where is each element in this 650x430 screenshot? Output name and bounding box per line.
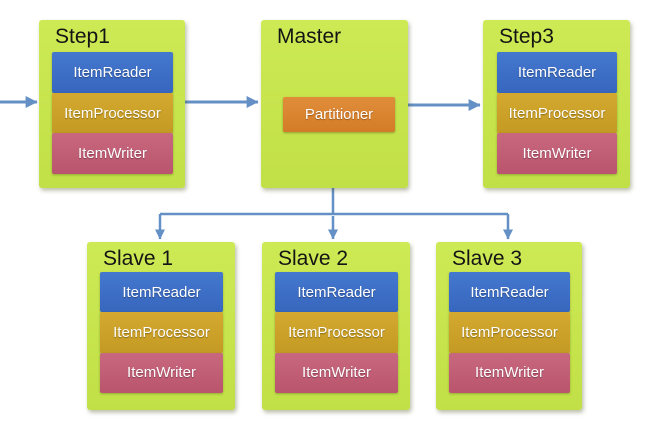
node-slave3-title: Slave 3 [452,247,523,270]
itemreader-bar: ItemReader [497,52,617,93]
node-step1-stack: ItemReader ItemProcessor ItemWriter [52,52,173,175]
itemprocessor-bar: ItemProcessor [497,92,617,134]
itemwriter-bar: ItemWriter [497,133,617,175]
node-slave1-stack: ItemReader ItemProcessor ItemWriter [100,272,223,393]
node-master: Master Partitioner [261,20,408,188]
itemwriter-bar: ItemWriter [275,352,398,393]
itemprocessor-bar: ItemProcessor [100,312,223,353]
itemwriter-bar: ItemWriter [52,133,173,175]
partitioner-bar: Partitioner [283,97,395,132]
node-step1: Step1 ItemReader ItemProcessor ItemWrite… [39,20,185,188]
itemprocessor-bar: ItemProcessor [449,312,570,353]
node-step3-title: Step3 [499,25,554,48]
node-slave3: Slave 3 ItemReader ItemProcessor ItemWri… [436,242,582,410]
node-slave1-title: Slave 1 [103,247,174,270]
node-slave2-stack: ItemReader ItemProcessor ItemWriter [275,272,398,393]
node-slave2-title: Slave 2 [278,247,349,270]
itemreader-bar: ItemReader [449,272,570,313]
itemreader-bar: ItemReader [100,272,223,313]
node-step3-stack: ItemReader ItemProcessor ItemWriter [497,52,617,175]
itemreader-bar: ItemReader [275,272,398,313]
node-step1-title: Step1 [55,25,110,48]
itemwriter-bar: ItemWriter [449,352,570,393]
node-slave1: Slave 1 ItemReader ItemProcessor ItemWri… [87,242,235,410]
itemprocessor-bar: ItemProcessor [275,312,398,353]
node-step3: Step3 ItemReader ItemProcessor ItemWrite… [483,20,630,188]
node-slave3-stack: ItemReader ItemProcessor ItemWriter [449,272,570,393]
node-master-title: Master [277,25,342,48]
itemreader-bar: ItemReader [52,52,173,93]
node-slave2: Slave 2 ItemReader ItemProcessor ItemWri… [262,242,410,410]
itemprocessor-bar: ItemProcessor [52,92,173,134]
itemwriter-bar: ItemWriter [100,352,223,393]
